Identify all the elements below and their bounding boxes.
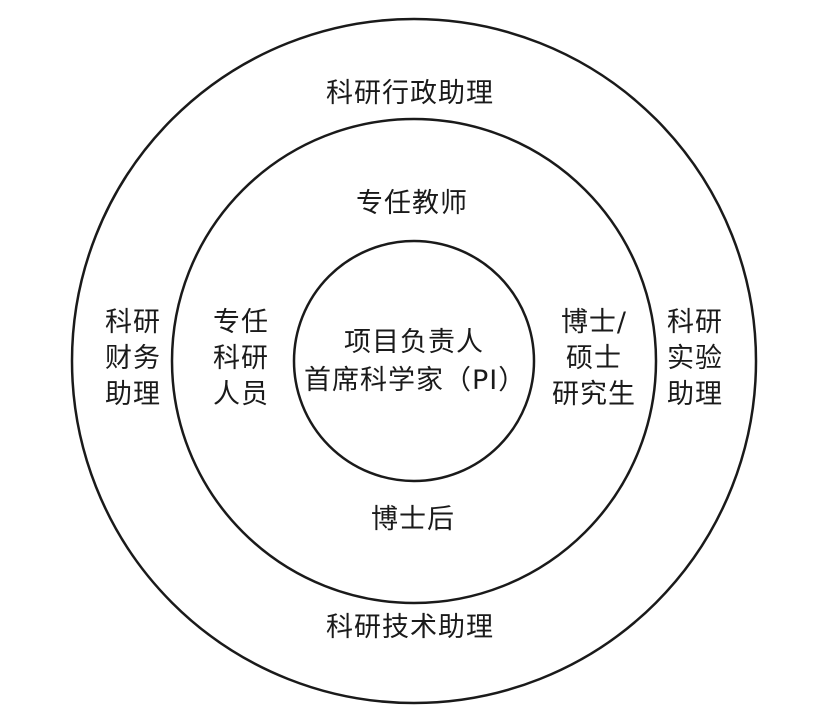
center-label: 项目负责人 首席科学家（PI） — [304, 324, 527, 400]
middle-left-line-3: 人员 — [213, 379, 269, 410]
middle-right-line-2: 硕士 — [566, 343, 622, 374]
middle-left-line-2: 科研 — [213, 343, 269, 374]
middle-top-label: 专任教师 — [356, 188, 468, 219]
outer-ring — [70, 17, 758, 705]
outer-left-label: 科研 财务 助理 — [105, 305, 161, 413]
middle-ring — [170, 117, 658, 605]
middle-left-line-1: 专任 — [213, 307, 269, 338]
middle-left-label: 专任 科研 人员 — [213, 305, 269, 413]
center-line-1: 项目负责人 — [344, 327, 484, 358]
center-line-2: 首席科学家（PI） — [304, 365, 527, 396]
outer-right-line-1: 科研 — [667, 307, 723, 338]
inner-ring — [292, 239, 536, 483]
middle-right-label: 博士/ 硕士 研究生 — [552, 305, 636, 413]
outer-left-line-3: 助理 — [105, 379, 161, 410]
outer-right-label: 科研 实验 助理 — [667, 305, 723, 413]
outer-left-line-1: 科研 — [105, 307, 161, 338]
outer-top-label: 科研行政助理 — [326, 78, 494, 109]
middle-right-line-3: 研究生 — [552, 379, 636, 410]
outer-bottom-label: 科研技术助理 — [326, 612, 494, 643]
middle-bottom-label: 博士后 — [371, 504, 455, 535]
outer-left-line-2: 财务 — [105, 343, 161, 374]
middle-right-line-1: 博士/ — [560, 307, 628, 338]
outer-right-line-3: 助理 — [667, 379, 723, 410]
outer-right-line-2: 实验 — [667, 343, 723, 374]
